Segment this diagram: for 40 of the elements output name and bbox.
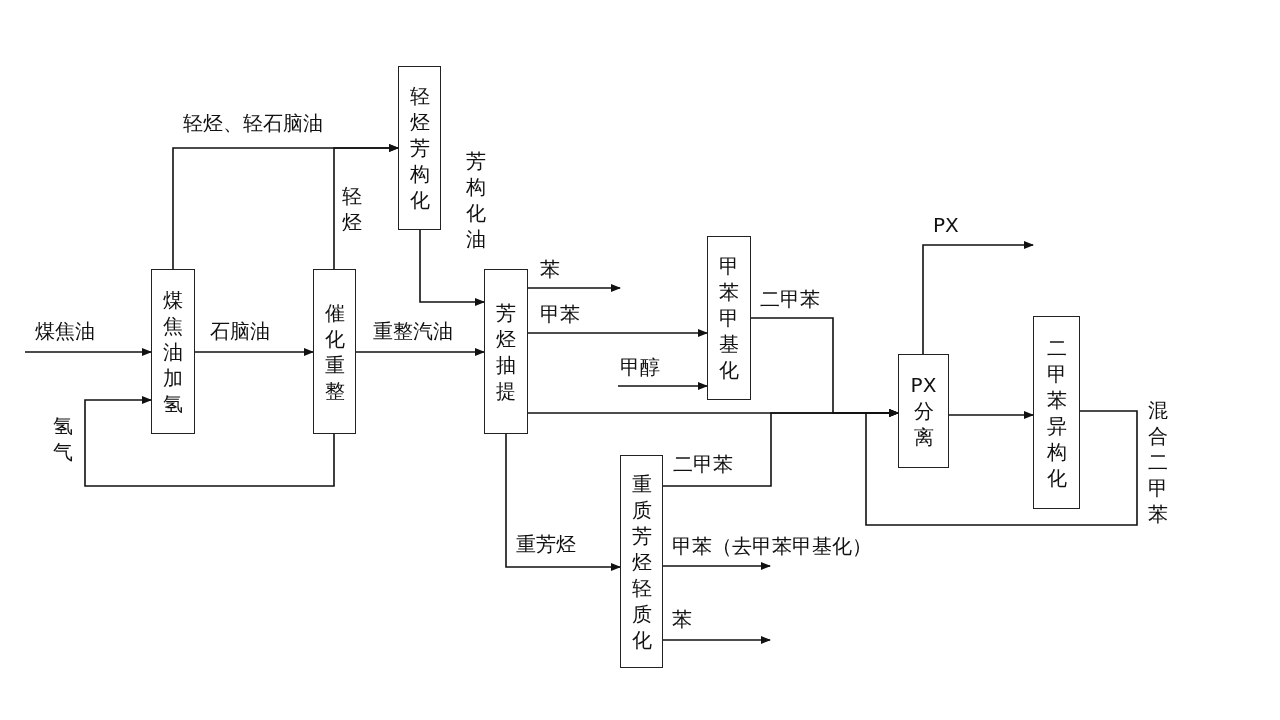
- arrow: [527, 284, 621, 292]
- edge-label: 二甲苯: [673, 451, 733, 477]
- edge-label: 混合二甲苯: [1148, 397, 1169, 527]
- arrow: [24, 348, 152, 356]
- edge-label: 二甲苯: [760, 286, 820, 312]
- edge-label: 氢气: [53, 413, 74, 465]
- arrow: [617, 382, 708, 390]
- edge-label: 芳构化油: [466, 148, 487, 252]
- process-box: 煤焦油加氢: [151, 269, 195, 434]
- process-box: 重质芳烃轻质化: [620, 455, 663, 668]
- process-box: 轻烃芳构化: [398, 66, 441, 230]
- arrow: [527, 329, 708, 337]
- arrow: [865, 409, 1138, 526]
- edge-label: 轻烃、轻石脑油: [183, 110, 323, 136]
- arrow: [333, 144, 399, 270]
- arrow: [505, 433, 621, 571]
- edge-label: 甲醇: [620, 354, 660, 380]
- edge-label: 石脑油: [210, 318, 270, 344]
- arrow: [355, 348, 485, 356]
- process-box: 二甲苯异构化: [1033, 316, 1080, 509]
- edge-label: 重芳烃: [516, 531, 576, 557]
- process-box: 芳烃抽提: [484, 269, 528, 434]
- edge-label: 甲苯: [540, 301, 580, 327]
- arrow: [419, 229, 485, 306]
- arrow: [922, 241, 1034, 355]
- edge-label: PX: [933, 212, 959, 238]
- arrow: [662, 562, 771, 570]
- edge-label: 甲苯（去甲苯甲基化）: [672, 533, 872, 559]
- process-box: 催化重整: [313, 269, 356, 434]
- edge-label: 轻烃: [342, 183, 363, 235]
- edge-label: 重整汽油: [373, 318, 453, 344]
- arrow: [84, 396, 335, 487]
- edge-label: 苯: [672, 606, 692, 632]
- arrow: [948, 411, 1034, 419]
- process-box: 甲苯甲基化: [707, 236, 751, 400]
- arrow: [662, 636, 771, 644]
- arrow: [194, 348, 314, 356]
- edge-label: 煤焦油: [35, 318, 95, 344]
- process-box: PX分离: [898, 354, 949, 468]
- edge-label: 苯: [540, 256, 560, 282]
